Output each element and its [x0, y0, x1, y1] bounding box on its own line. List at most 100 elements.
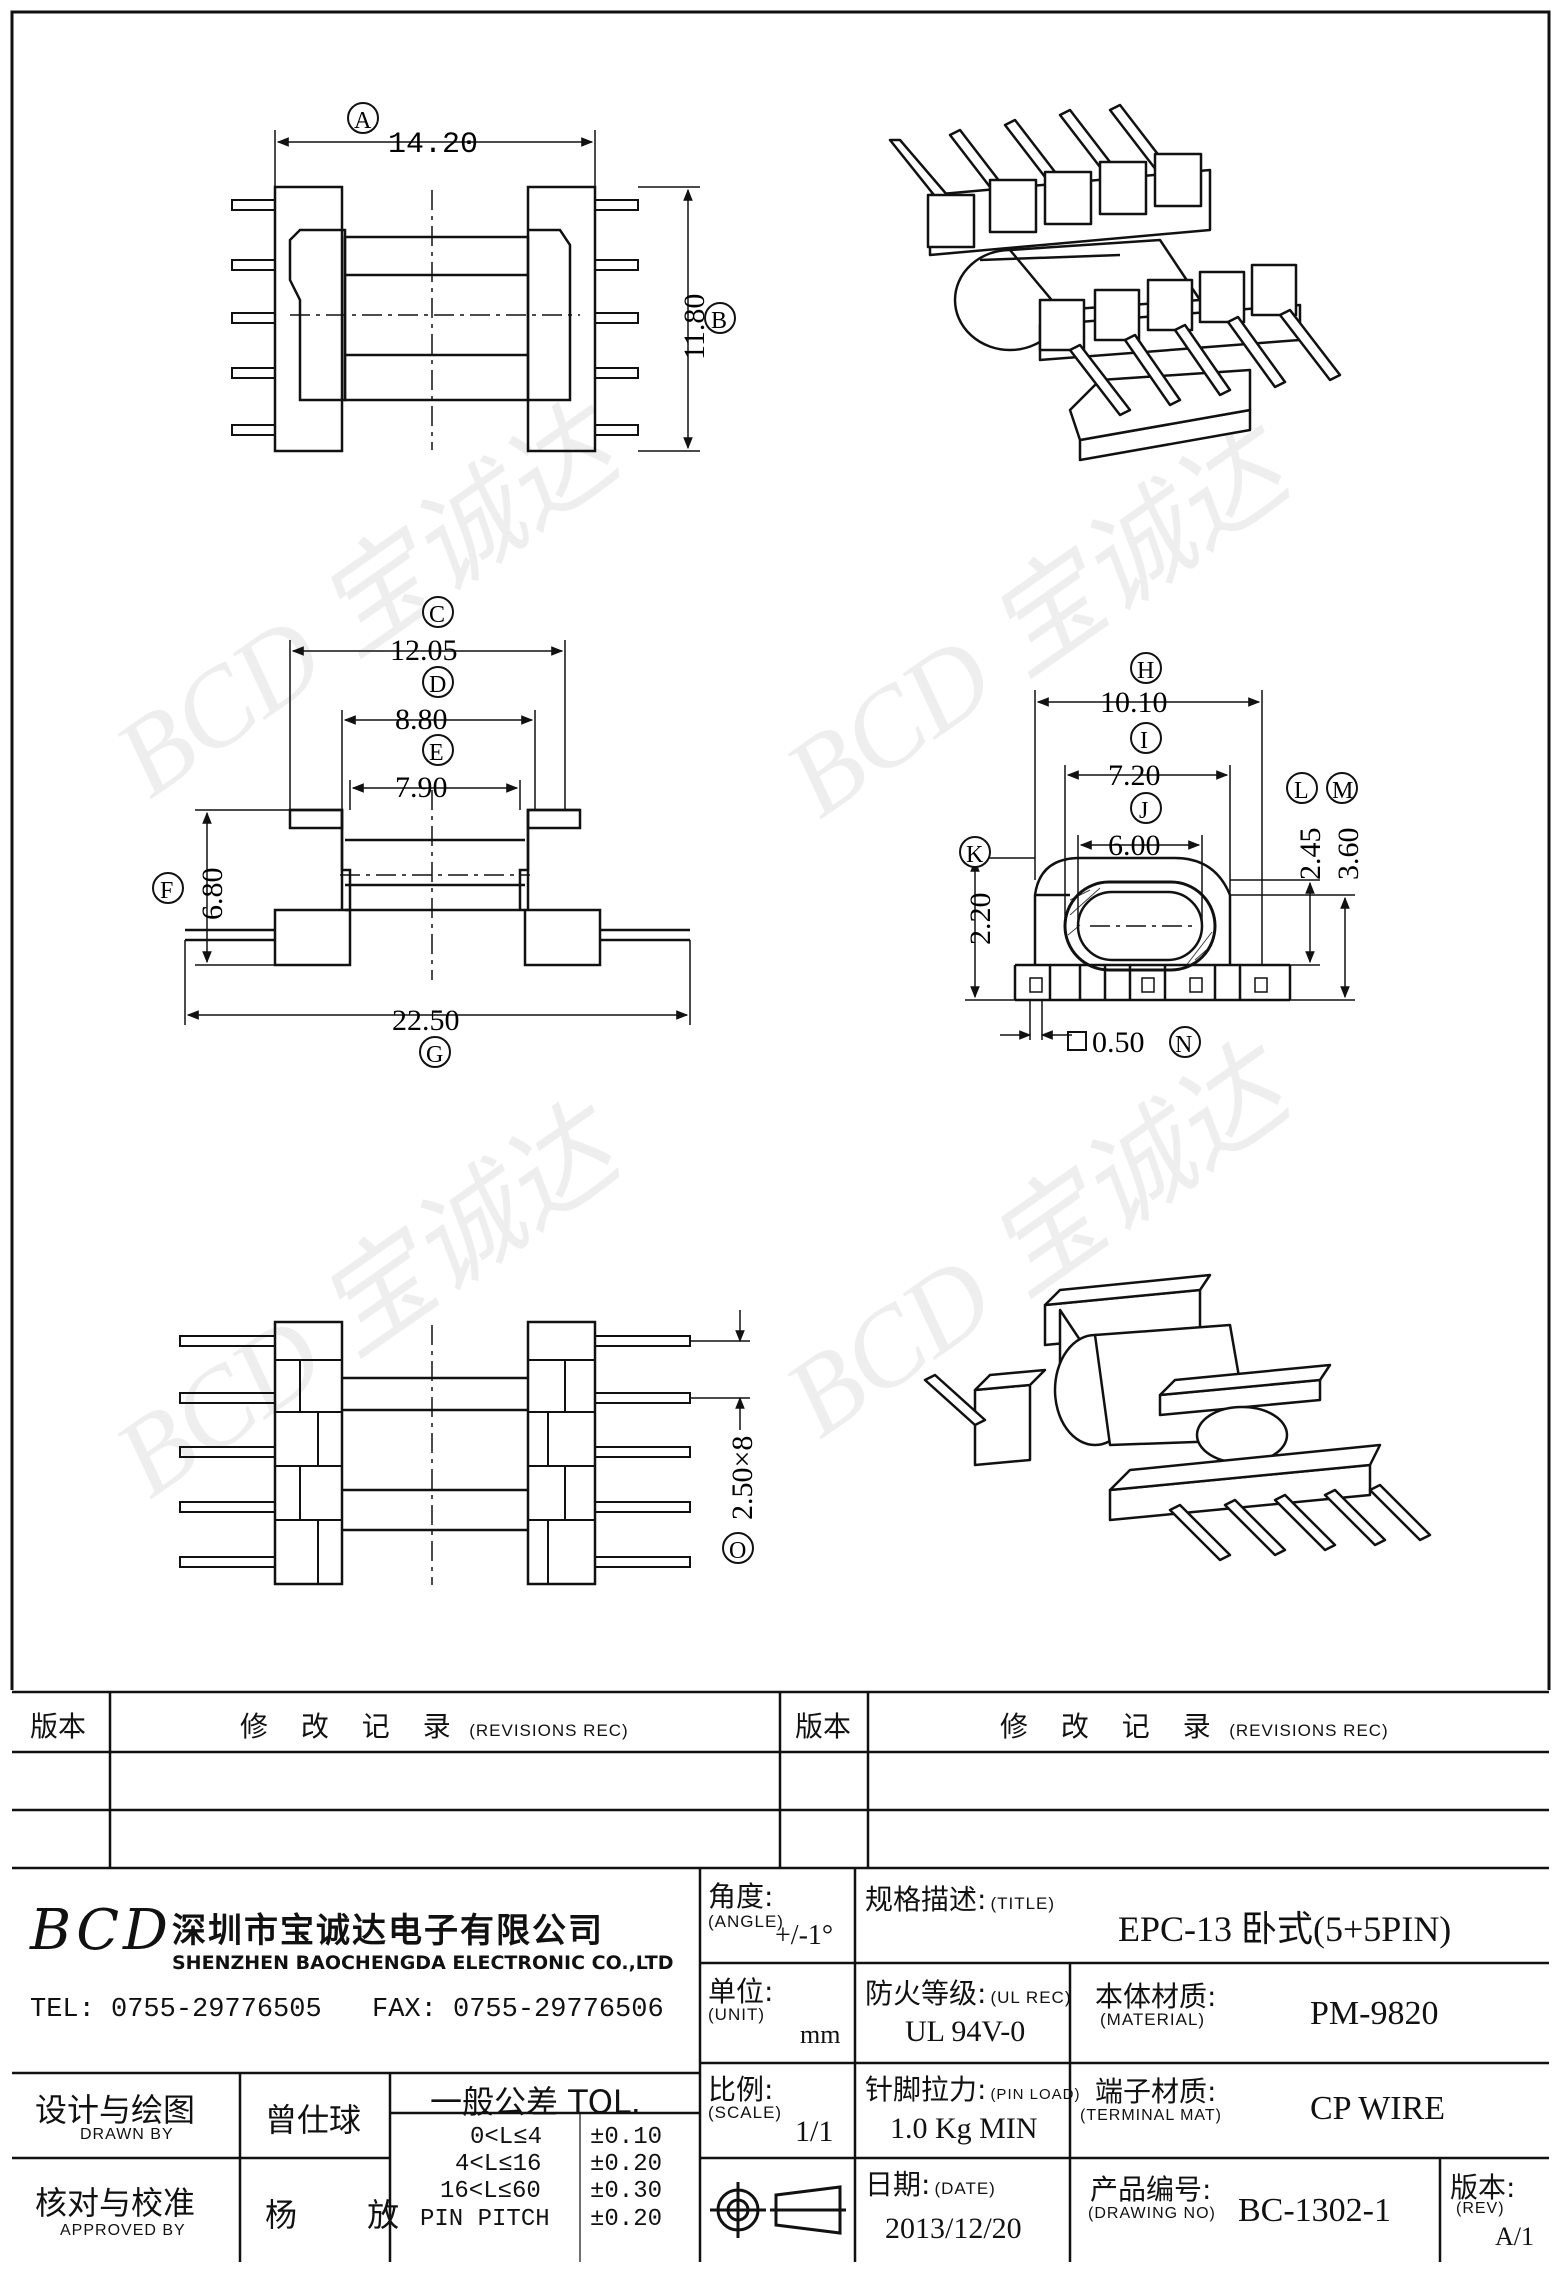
dim-N: 0.50	[1092, 1026, 1145, 1059]
svg-text:BCD 宝诚达: BCD 宝诚达	[764, 402, 1317, 840]
dim-F: 6.80	[196, 868, 229, 921]
dim-C: 12.05	[390, 634, 458, 667]
dim-letter-G: G	[426, 1042, 443, 1068]
company-logo: BCD	[30, 1898, 172, 1963]
svg-text:BCD 宝诚达: BCD 宝诚达	[94, 1082, 647, 1520]
side-view	[965, 690, 1355, 1051]
dim-G: 22.50	[392, 1004, 460, 1037]
dim-letter-M: M	[1332, 778, 1353, 804]
pinload-label-en: (PIN LOAD)	[990, 2086, 1081, 2103]
ul-label: 防火等级: (UL REC)	[865, 1972, 1071, 2012]
dim-letter-J: J	[1139, 798, 1148, 824]
dim-letter-E: E	[429, 740, 444, 766]
drawn-label-en: DRAWN BY	[80, 2126, 174, 2143]
dim-letter-L: L	[1294, 778, 1309, 804]
dim-letter-A: A	[354, 108, 372, 134]
material-value: PM-9820	[1310, 1995, 1439, 2032]
front-view	[184, 640, 691, 1025]
company-fax: FAX: 0755-29776506	[372, 1995, 664, 2025]
pinload-label: 针脚拉力: (PIN LOAD)	[865, 2068, 1080, 2108]
ul-label-cn: 防火等级:	[865, 1977, 987, 2010]
drawing-no-value: BC-1302-1	[1238, 2192, 1391, 2229]
ul-label-en: (UL REC)	[990, 1988, 1072, 2007]
dim-B: 11.80	[678, 294, 711, 360]
scale-label-en: (SCALE)	[708, 2103, 783, 2122]
dim-letter-B: B	[711, 308, 727, 334]
approved-name: 杨 放	[265, 2196, 430, 2234]
rev-col-record-1: 修 改 记 录 (REVISIONS REC)	[240, 1705, 629, 1745]
approved-label: 核对与校准	[35, 2184, 196, 2222]
scale-value: 1/1	[795, 2115, 834, 2148]
company-name-cn: 深圳市宝诚达电子有限公司	[172, 1911, 604, 1951]
dim-E: 7.90	[395, 771, 448, 804]
rev-record-label: 修 改 记 录	[240, 1710, 463, 1743]
dim-K: 2.20	[964, 893, 997, 946]
drawn-label: 设计与绘图	[35, 2091, 196, 2129]
dim-letter-F: F	[160, 878, 173, 904]
terminal-label: 端子材质:	[1095, 2075, 1217, 2108]
drawing-no-label-en: (DRAWING NO)	[1088, 2205, 1216, 2222]
dim-letter-D: D	[429, 672, 446, 698]
tol-range-0: 0<L≤4	[470, 2124, 543, 2151]
rev-value: A/1	[1495, 2222, 1534, 2251]
rev-record-en-2: (REVISIONS REC)	[1229, 1721, 1389, 1740]
title-label-cn: 规格描述:	[865, 1883, 987, 1916]
approved-label-en: APPROVED BY	[60, 2222, 186, 2239]
material-label-en: (MATERIAL)	[1100, 2010, 1206, 2029]
ul-value: UL 94V-0	[905, 2015, 1026, 2048]
rev-label: 版本:	[1450, 2171, 1516, 2204]
title-label-en: (TITLE)	[990, 1894, 1056, 1913]
projection-symbol-icon	[710, 2182, 846, 2238]
pinload-label-cn: 针脚拉力:	[865, 2073, 987, 2106]
dim-O: 2.50×8	[726, 1436, 759, 1520]
angle-label: 角度:	[708, 1880, 774, 1913]
dim-D: 8.80	[395, 703, 448, 736]
top-view	[231, 130, 700, 453]
date-label-en: (DATE)	[934, 2179, 996, 2198]
dim-letter-C: C	[429, 602, 445, 628]
svg-text:BCD 宝诚达: BCD 宝诚达	[94, 382, 647, 820]
terminal-label-en: (TERMINAL MAT)	[1080, 2107, 1222, 2124]
rev-col-version-1: 版本	[30, 1710, 87, 1743]
tol-value-1: ±0.20	[590, 2151, 663, 2178]
technical-drawing: BCD 宝诚达 BCD 宝诚达 BCD 宝诚达 BCD 宝诚达	[10, 10, 1551, 1690]
isometric-view-2	[923, 1273, 1432, 1562]
title-value: EPC-13 卧式(5+5PIN)	[1118, 1909, 1452, 1949]
company-tel: TEL: 0755-29776505	[30, 1995, 322, 2025]
tol-range-3: PIN PITCH	[420, 2206, 550, 2233]
tol-value-0: ±0.10	[590, 2124, 663, 2151]
scale-label: 比例:	[708, 2073, 774, 2106]
isometric-view-1	[888, 103, 1342, 462]
dim-J: 6.00	[1108, 829, 1161, 862]
angle-label-en: (ANGLE)	[708, 1912, 784, 1931]
pinload-value: 1.0 Kg MIN	[890, 2112, 1038, 2145]
dim-letter-H: H	[1137, 658, 1154, 684]
tolerance-title: 一般公差 TOL.	[430, 2083, 641, 2121]
rev-col-record-2: 修 改 记 录 (REVISIONS REC)	[1000, 1705, 1389, 1745]
drawing-no-label: 产品编号:	[1090, 2173, 1212, 2206]
tol-range-2: 16<L≤60	[440, 2178, 541, 2205]
rev-record-label-2: 修 改 记 录	[1000, 1710, 1223, 1743]
material-label: 本体材质:	[1095, 1980, 1217, 2013]
title-label: 规格描述: (TITLE)	[865, 1878, 1055, 1918]
tol-value-2: ±0.30	[590, 2178, 663, 2205]
dim-H: 10.10	[1100, 686, 1168, 719]
date-value: 2013/12/20	[885, 2212, 1022, 2245]
rev-record-en: (REVISIONS REC)	[469, 1721, 629, 1740]
date-label-cn: 日期:	[865, 2168, 931, 2201]
angle-value: +/-1°	[775, 1920, 834, 1951]
dim-letter-O: O	[729, 1538, 746, 1564]
bottom-view	[179, 1310, 750, 1586]
dim-letter-I: I	[1140, 728, 1148, 754]
rev-label-en: (REV)	[1456, 2200, 1505, 2217]
dim-I: 7.20	[1108, 759, 1161, 792]
dim-letter-N: N	[1175, 1032, 1192, 1058]
tol-range-1: 4<L≤16	[455, 2151, 542, 2178]
tol-value-3: ±0.20	[590, 2206, 663, 2233]
terminal-value: CP WIRE	[1310, 2090, 1446, 2127]
unit-value: mm	[800, 2020, 841, 2049]
date-label: 日期: (DATE)	[865, 2163, 996, 2203]
drawn-name: 曾仕球	[265, 2101, 362, 2139]
company-name-en: SHENZHEN BAOCHENGDA ELECTRONIC CO.,LTD	[172, 1952, 674, 1974]
